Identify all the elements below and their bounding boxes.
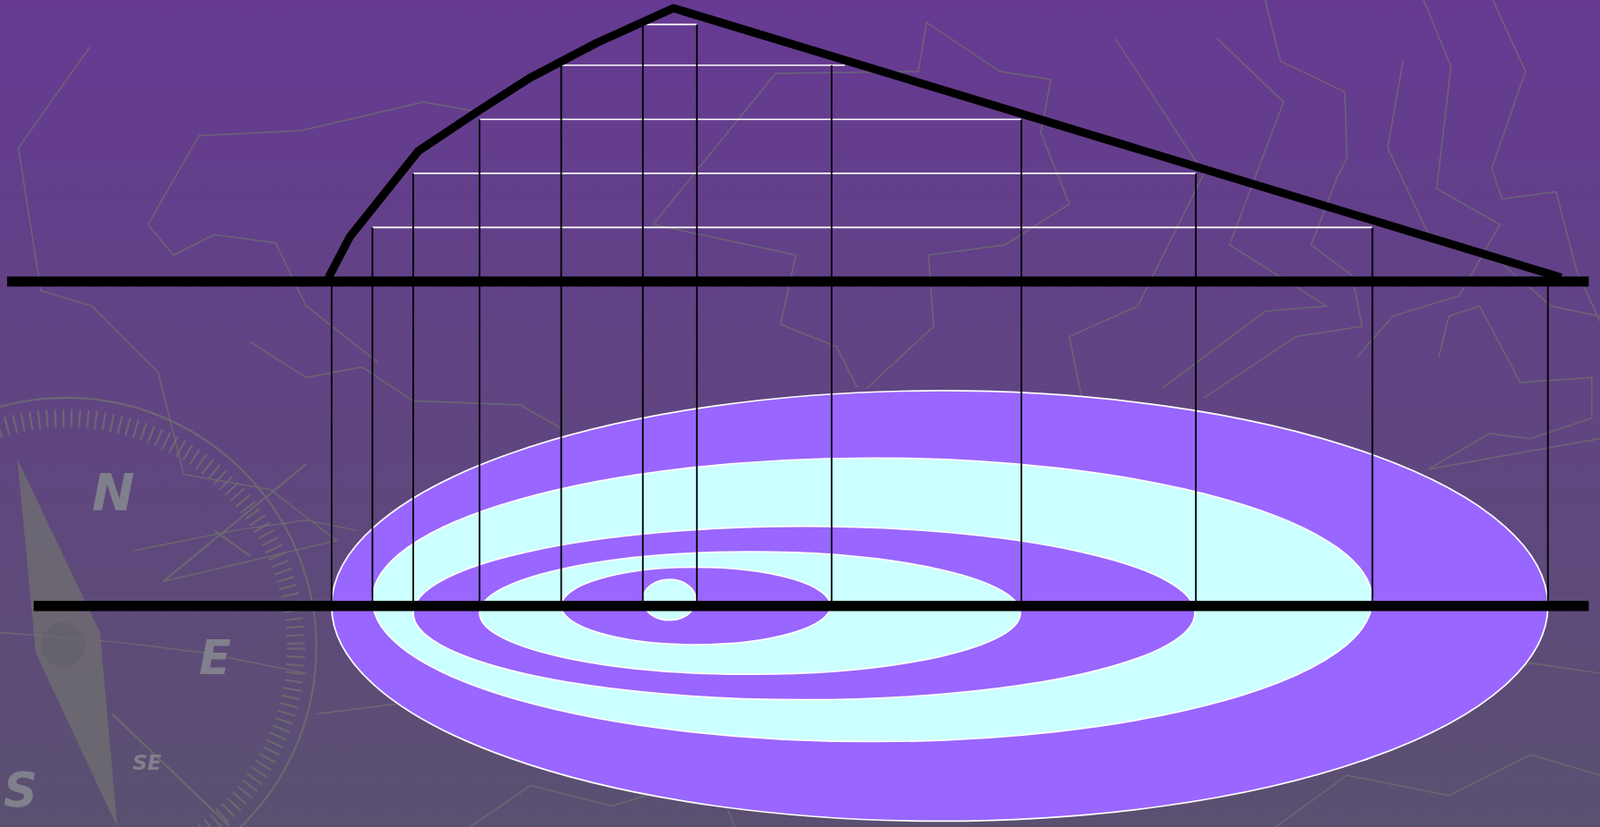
plan-baseline — [33, 601, 1590, 611]
compass-letter: E — [198, 634, 231, 682]
projection-lines — [331, 24, 1549, 606]
compass-letter: S — [3, 767, 38, 814]
compass-rose — [0, 397, 317, 827]
hill-profile — [328, 8, 1561, 278]
height-levels — [372, 24, 1372, 228]
profile-baseline — [7, 276, 1589, 287]
compass-letter: SE — [132, 753, 161, 774]
compass-letter: N — [92, 467, 136, 519]
